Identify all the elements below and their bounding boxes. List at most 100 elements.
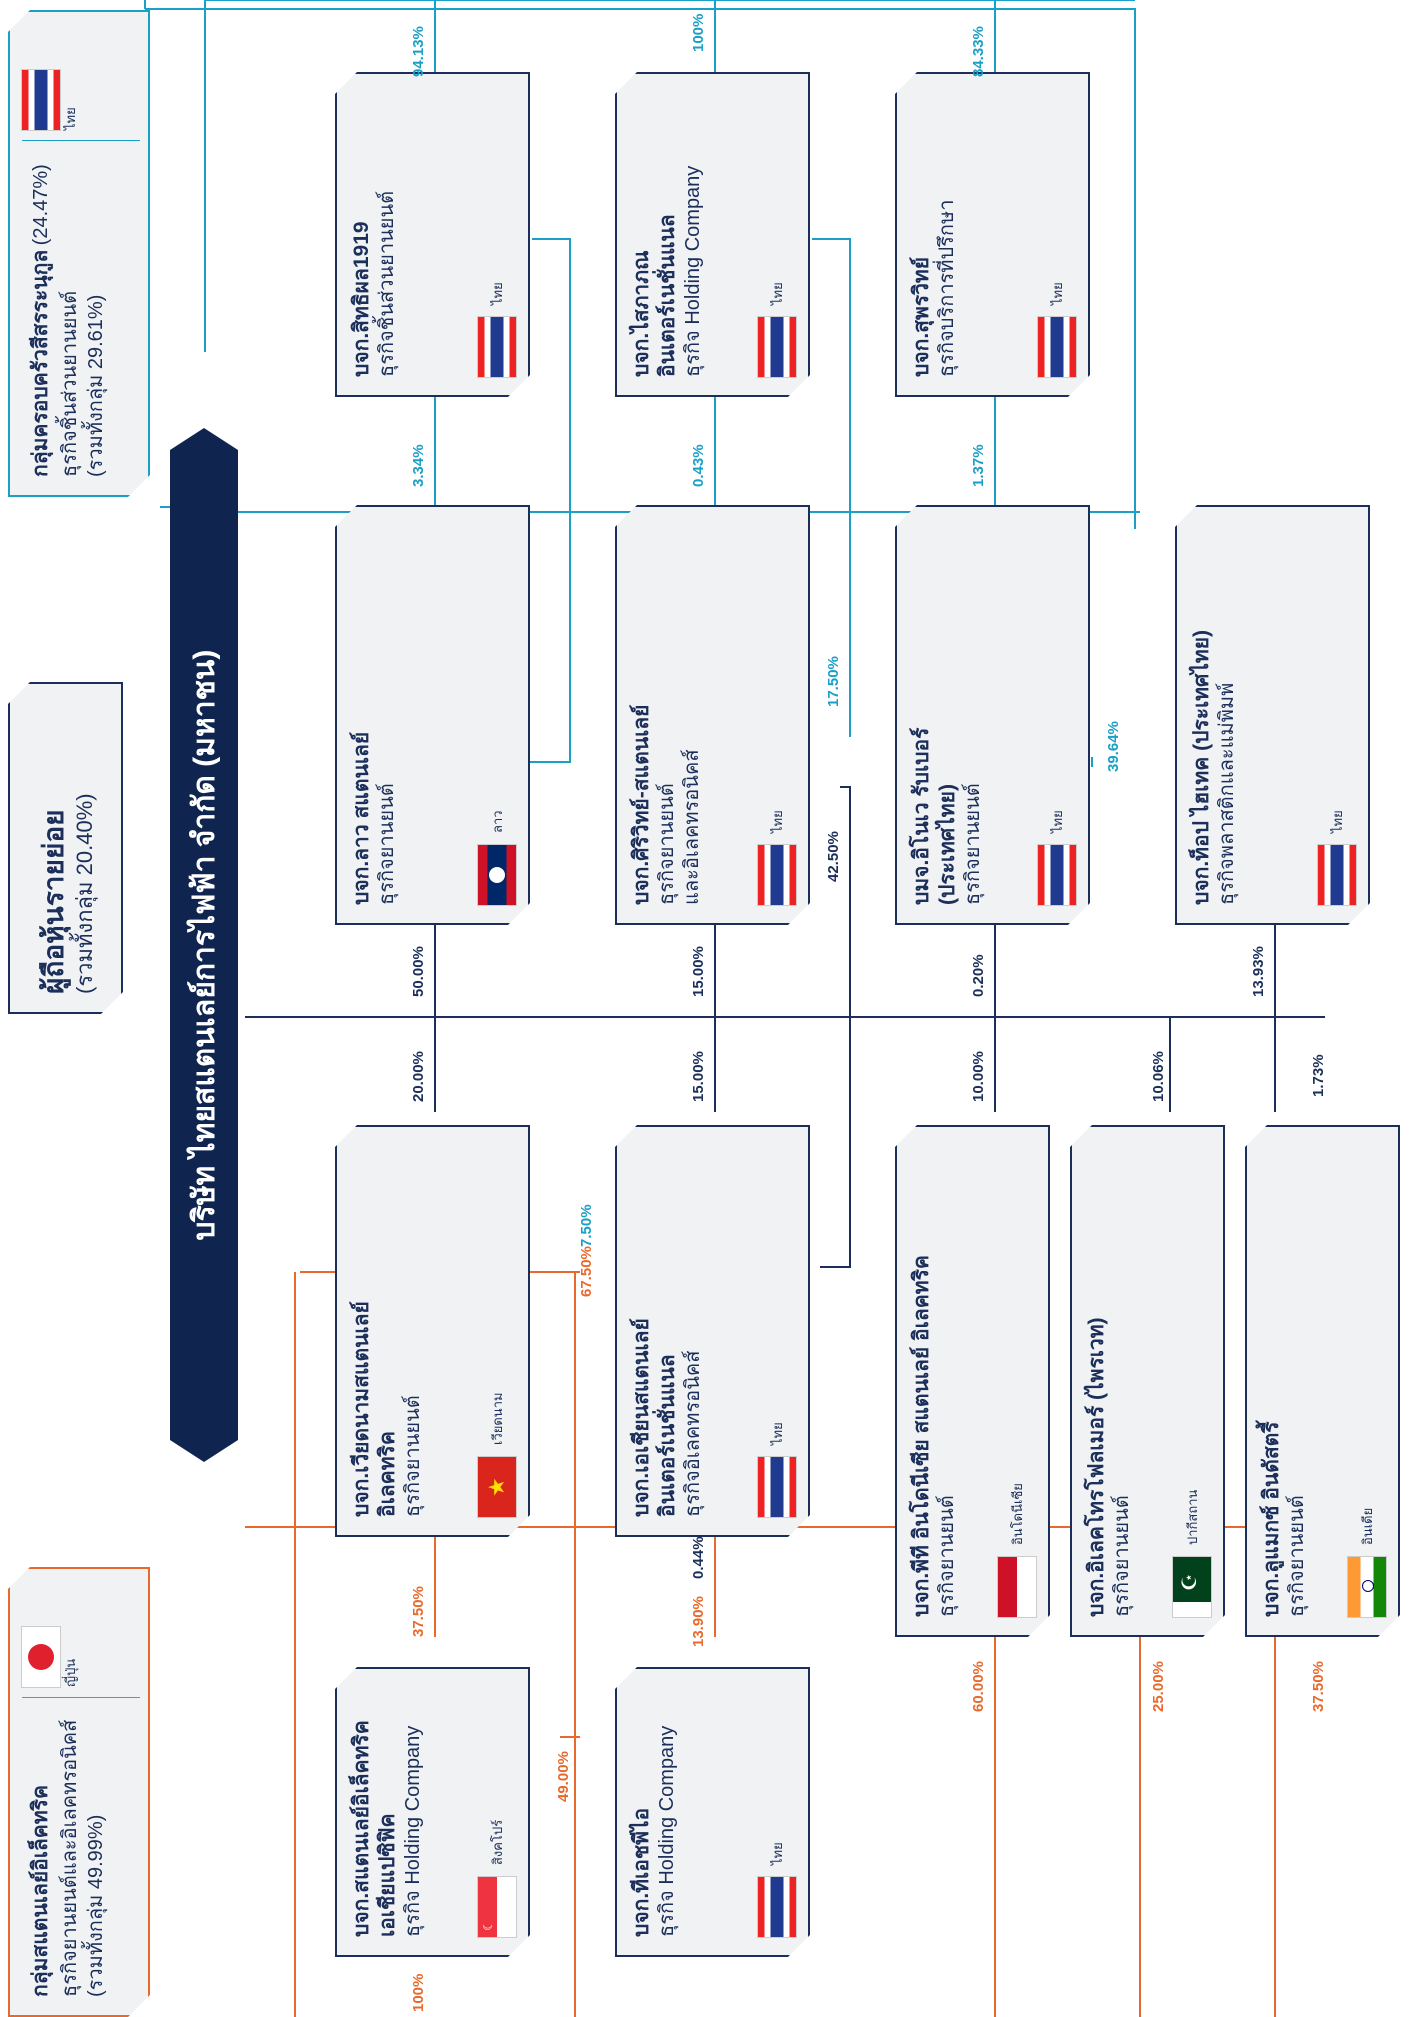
group-japan-title: กลุ่มสแตนเลย์อิเล็คทริค — [29, 1785, 52, 1997]
company-asian: บจก.เอเชียนสแตนเลย์ อินเตอร์เนชั่นแนล ธุ… — [615, 1125, 810, 1537]
thai-flag-icon — [758, 317, 796, 377]
company-sachem: บจก.สิทธิผล1919 ธุรกิจชิ้นส่วนยานยนต์ ไท… — [335, 72, 530, 397]
company-lao-biz: ธุรกิจยานยนต์ — [376, 783, 398, 905]
company-supor-biz: ธุรกิจบริการที่ปรึกษา — [936, 199, 958, 377]
pct-sirivit: 15.00% — [690, 946, 707, 997]
retail-title: ผู้ถือหุ้นรายย่อย — [38, 809, 69, 994]
pct-sirivit-asian: 42.50% — [825, 831, 842, 882]
group-thai-country: ไทย — [63, 107, 78, 130]
pct-pakistan: 10.06% — [1150, 1051, 1167, 1102]
thai-flag-icon — [758, 845, 796, 905]
pct-asian-sachem: 7.50% — [578, 1204, 595, 1247]
company-supor: บจก.สุพรวิทย์ ธุรกิจบริการที่ปรึกษา ไทย — [895, 72, 1090, 397]
company-sachem-country: ไทย — [489, 282, 505, 305]
company-india: บจก.ลูแมกซ์ อินดัสตรี้ ธุรกิจยานยนต์ อิน… — [1245, 1125, 1400, 1637]
group-thai-title-pct: (24.47%) — [30, 164, 52, 246]
group-thai-box: กลุ่มครอบครัวสีสรระนุกูล (24.47%) ธุรกิจ… — [8, 10, 150, 497]
pct-vietnam: 20.00% — [410, 1051, 427, 1102]
pct-pakistan-group: 25.00% — [1150, 1661, 1167, 1712]
thai-flag-icon — [758, 1877, 796, 1937]
singapore-flag-icon: ☾ — [478, 1877, 516, 1937]
company-sirivit-biz1: ธุรกิจยานยนต์ — [656, 783, 678, 905]
company-sirivit: บจก.ศิริวิทย์-สแตนเลย์ ธุรกิจยานยนต์ และ… — [615, 505, 810, 925]
pct-asian-sub: 0.44% — [690, 1536, 707, 1579]
company-lao-country: ลาว — [489, 810, 505, 833]
company-pakistan-name: บจก.อิเลคโทรโฟลเมอร์ (ไพรเวท) — [1085, 1317, 1108, 1617]
lao-flag-icon — [478, 845, 516, 905]
pct-india-group: 37.50% — [1310, 1661, 1327, 1712]
company-asian-biz: ธุรกิจอิเลคทรอนิคส์ — [682, 1350, 704, 1517]
thai-flag-icon — [478, 317, 516, 377]
company-inoue-biz: ธุรกิจยานยนต์ — [962, 783, 984, 905]
company-holding-name1: บจก.ไสภาภณ — [630, 250, 653, 377]
vietnam-flag-icon: ★ — [478, 1457, 516, 1517]
company-lao-name: บจก.ลาว สแตนเลย์ — [350, 731, 373, 905]
company-holding-name2: อินเตอร์เนชั่นแนล — [656, 214, 679, 377]
pct-indonesia: 10.00% — [970, 1051, 987, 1102]
company-indonesia: บจก.พีที อินโดนีเซีย สแตนเลย์ อิเลคทริค … — [895, 1125, 1050, 1637]
pakistan-flag-icon: ☪ — [1173, 1557, 1211, 1617]
company-vietnam-name1: บจก.เวียดนามสแตนเลย์ — [350, 1301, 373, 1517]
group-thai-title: กลุ่มครอบครัวสีสรระนุกูล — [29, 249, 52, 477]
company-inoue: บมจ.อิโนเว รับเบอร์ (ประเทศไทย) ธุรกิจยา… — [895, 505, 1090, 925]
company-lao: บจก.ลาว สแตนเลย์ ธุรกิจยานยนต์ ลาว — [335, 505, 530, 925]
pct-toptech: 13.93% — [1250, 946, 1267, 997]
company-singapore-name1: บจก.สแตนเลย์อิเล็คทริค — [350, 1720, 373, 1937]
company-singapore: บจก.สแตนเลย์อิเล็คทริค เอเชียแปซิฟิค ธุร… — [335, 1667, 530, 1957]
company-pakistan-biz: ธุรกิจยานยนต์ — [1111, 1495, 1133, 1617]
pct-holding-thai: 100% — [690, 13, 707, 52]
pct-inoue: 0.20% — [970, 954, 987, 997]
company-thaiholding-country: ไทย — [769, 1842, 785, 1865]
pct-thaiholding-main: 13.90% — [690, 1596, 707, 1647]
company-toptech-country: ไทย — [1329, 810, 1345, 833]
pct-inoue-thai: 39.64% — [1105, 721, 1122, 772]
pct-singapore-100: 100% — [410, 1973, 427, 2012]
company-supor-country: ไทย — [1049, 282, 1065, 305]
company-indonesia-country: อินโดนีเซีย — [1009, 1483, 1025, 1545]
pct-holding-main: 0.43% — [690, 444, 707, 487]
company-inoue-country: ไทย — [1049, 810, 1065, 833]
pct-asian-group: 67.50% — [578, 1246, 595, 1297]
company-india-country: อินเดีย — [1359, 1507, 1375, 1545]
india-flag-icon — [1348, 1557, 1386, 1617]
company-sirivit-country: ไทย — [769, 810, 785, 833]
company-india-name: บจก.ลูแมกซ์ อินดัสตรี้ — [1260, 1421, 1283, 1617]
thai-flag-icon — [1038, 845, 1076, 905]
pct-supor-thai: 84.33% — [970, 26, 987, 77]
pct-indonesia-group: 60.00% — [970, 1661, 987, 1712]
company-thaiholding-biz: ธุรกิจ Holding Company — [656, 1725, 678, 1937]
thai-flag-icon — [22, 70, 60, 130]
company-supor-name: บจก.สุพรวิทย์ — [910, 256, 933, 377]
company-holding-biz: ธุรกิจ Holding Company — [682, 165, 704, 377]
pct-supor-main: 1.37% — [970, 444, 987, 487]
company-inoue-name1: บมจ.อิโนเว รับเบอร์ — [910, 727, 933, 905]
company-sirivit-biz2: และอิเลคทรอนิคส์ — [681, 749, 703, 905]
company-indonesia-biz: ธุรกิจยานยนต์ — [936, 1495, 958, 1617]
company-inoue-name2: (ประเทศไทย) — [936, 784, 959, 905]
company-thaiholding: บจก.ทีเอชพีไอ ธุรกิจ Holding Company ไทย — [615, 1667, 810, 1957]
pct-asian-main: 15.00% — [690, 1051, 707, 1102]
indonesia-flag-icon — [998, 1557, 1036, 1617]
pct-sachem-main: 3.34% — [410, 444, 427, 487]
company-pakistan-country: ปากีสถาน — [1184, 1489, 1200, 1545]
company-singapore-name2: เอเชียแปซิฟิค — [376, 1813, 399, 1937]
pct-holding-49: 49.00% — [555, 1751, 572, 1802]
pct-india: 1.73% — [1310, 1054, 1327, 1097]
company-vietnam: บจก.เวียดนามสแตนเลย์ อิเลคทริค ธุรกิจยาน… — [335, 1125, 530, 1537]
company-toptech-biz: ธุรกิจพลาสติกและแม่พิมพ์ — [1216, 682, 1238, 905]
company-thaiholding-name: บจก.ทีเอชพีไอ — [630, 1807, 653, 1937]
thai-flag-icon — [1038, 317, 1076, 377]
company-asian-country: ไทย — [769, 1422, 785, 1445]
company-vietnam-name2: อิเลคทริค — [376, 1431, 399, 1517]
company-indonesia-name: บจก.พีที อินโดนีเซีย สแตนเลย์ อิเลคทริค — [910, 1255, 933, 1617]
company-toptech: บจก.ท็อป ไฮเทค (ประเทศไทย) ธุรกิจพลาสติก… — [1175, 505, 1370, 925]
group-japan-sub2: (รวมทั้งกลุ่ม 49.99%) — [85, 1814, 107, 1997]
company-sachem-name: บจก.สิทธิผล1919 — [350, 221, 373, 377]
pct-lao: 50.00% — [410, 946, 427, 997]
company-asian-name2: อินเตอร์เนชั่นแนล — [656, 1354, 679, 1517]
pct-sirivit-holding: 17.50% — [825, 656, 842, 707]
company-holding-country: ไทย — [769, 282, 785, 305]
company-india-biz: ธุรกิจยานยนต์ — [1286, 1495, 1308, 1617]
company-toptech-name: บจก.ท็อป ไฮเทค (ประเทศไทย) — [1190, 629, 1213, 905]
